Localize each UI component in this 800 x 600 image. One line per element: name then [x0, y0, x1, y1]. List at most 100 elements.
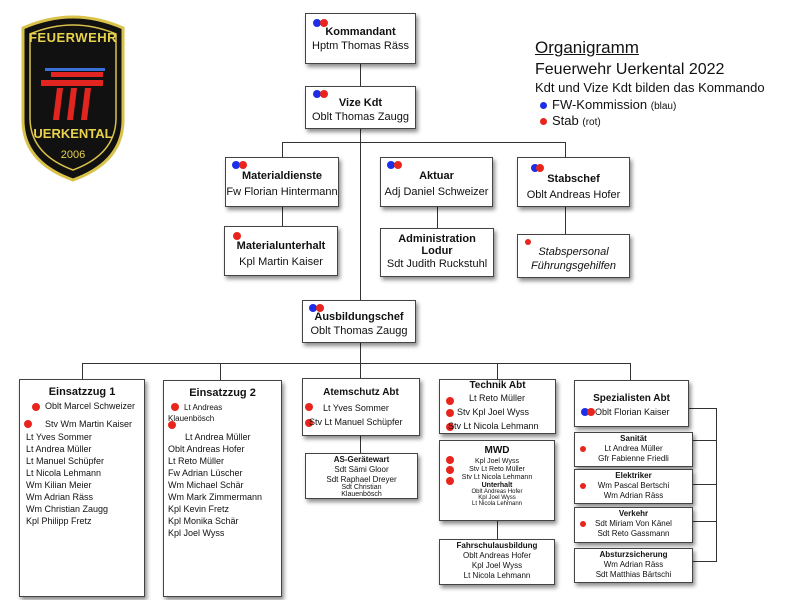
legend-fw-label: FW-Kommission [552, 97, 648, 112]
einsatzzug-1-box: Einsatzzug 1 Oblt Marcel Schweizer Stv W… [19, 379, 145, 597]
einsatzzug-2-box: Einsatzzug 2 Lt Andreas Klauenbösch Lt A… [163, 380, 282, 597]
connector-line [282, 207, 283, 226]
connector-line [565, 142, 566, 158]
stab-dot-icon [446, 456, 454, 464]
member: Stv Lt Reto Müller [469, 466, 525, 473]
stab-dot-icon [24, 420, 32, 428]
unterhalt-title: Unterhalt [481, 482, 513, 489]
einsatzzug-1-title: Einsatzzug 1 [48, 386, 116, 398]
sanitaet-title: Sanität [620, 434, 647, 443]
fahrschulausbildung-title: Fahrschulausbildung [456, 541, 538, 550]
administration-name: Sdt Judith Ruckstuhl [386, 258, 488, 270]
member: Lt Andrea Müller [185, 432, 251, 442]
lodur-title: Lodur [421, 245, 453, 257]
member: Kpl Joel Wyss [478, 495, 516, 501]
stab-dot-icon [239, 161, 247, 169]
fire-brigade-logo: FEUERWEHR UERKENTAL 2006 [17, 12, 129, 182]
connector-line [282, 142, 565, 143]
fuehrungsgehilfen-label: Führungsgehilfen [530, 260, 616, 272]
sanitaet-box: Sanität Lt Andrea Müller Gfr Fabienne Fr… [574, 432, 693, 467]
stab-dot-icon [320, 19, 328, 27]
verkehr-box: Verkehr Sdt Miriam Von Känel Sdt Reto Ga… [574, 507, 693, 543]
elektriker-box: Elektriker Wm Pascal Bertschi Wm Adrian … [574, 469, 693, 504]
administration-title: Administration [398, 233, 476, 245]
aktuar-box: Aktuar Adj Daniel Schweizer [380, 157, 493, 207]
administration-box: Administration Lodur Sdt Judith Ruckstuh… [380, 228, 494, 277]
geraetewart-box: AS-Gerätewart Sdt Sämi Gloor Sdt Raphael… [305, 453, 418, 499]
ausbildungschef-title: Ausbildungschef [314, 311, 404, 323]
member: Lt Nicola Lehmann [471, 501, 523, 507]
member: Gfr Fabienne Friedli [598, 454, 669, 463]
einsatzzug-1-members: Lt Yves Sommer Lt Andrea Müller Lt Manue… [26, 431, 144, 527]
member: Lt Andrea Müller [604, 444, 663, 453]
stab-dot-icon [394, 161, 402, 169]
atemschutz-deputy: Stv Lt Manuel Schüpfer [309, 417, 403, 427]
fw-kommission-dot-icon [313, 90, 321, 98]
member: Wm Kilian Meier [26, 480, 92, 490]
einsatzzug-1-lead: Oblt Marcel Schweizer [45, 401, 136, 411]
spezialisten-title: Spezialisten Abt [593, 393, 670, 404]
header-subtitle: Feuerwehr Uerkental 2022 [535, 61, 725, 78]
ausbildungschef-box: Ausbildungschef Oblt Thomas Zaugg [302, 300, 416, 343]
aktuar-name: Adj Daniel Schweizer [384, 186, 489, 198]
logo-middle-text: UERKENTAL [33, 126, 113, 141]
technik-lead: Lt Reto Müller [469, 393, 526, 403]
member: Kpl Joel Wyss [168, 528, 225, 538]
member: Wm Adrian Räss [603, 491, 664, 500]
member: Oblt Andreas Hofer [168, 444, 245, 454]
connector-line [630, 363, 631, 380]
einsatzzug-2-members: Lt Andrea Müller Oblt Andreas Hofer Lt R… [164, 431, 281, 539]
stab-dot-icon [32, 403, 40, 411]
connector-line [693, 440, 717, 441]
connector-line [497, 521, 498, 539]
connector-line [82, 363, 83, 379]
member: Kpl Kevin Fretz [168, 504, 230, 514]
member: Oblt Andreas Hofer [471, 489, 523, 495]
mwd-title: MWD [484, 445, 510, 456]
stabschef-box: Stabschef Oblt Andreas Hofer [517, 157, 630, 207]
header-line3: Kdt und Vize Kdt bilden das Kommando [535, 80, 765, 95]
member: Oblt Andreas Hofer [462, 551, 532, 560]
connector-line [360, 157, 361, 300]
stab-dot-icon [320, 90, 328, 98]
member: Lt Nicola Lehmann [26, 468, 102, 478]
member: Wm Christian Zaugg [26, 504, 109, 514]
stab-dot-icon [446, 477, 454, 485]
member: Wm Pascal Bertschi [597, 481, 670, 490]
stab-dot-icon [587, 408, 595, 416]
member: Kpl Monika Schär [168, 516, 239, 526]
technik-box: Technik Abt Lt Reto Müller Stv Kpl Joel … [439, 379, 556, 434]
connector-line [565, 207, 566, 234]
stab-dot-icon [316, 304, 324, 312]
legend-fw: FW-Kommission (blau) [540, 97, 676, 112]
member: Lt Yves Sommer [26, 432, 92, 442]
stab-dot-icon [305, 419, 313, 427]
technik-deputy-2: Stv Lt Nicola Lehmann [448, 421, 539, 431]
header-title: Organigramm [535, 38, 639, 57]
legend-fw-note: (blau) [650, 101, 677, 112]
vize-kdt-title: Vize Kdt [338, 97, 383, 109]
fw-kommission-dot-icon [313, 19, 321, 27]
connector-line [360, 343, 361, 378]
vize-kdt-name: Oblt Thomas Zaugg [311, 111, 409, 123]
connector-line [693, 561, 717, 562]
member: Lt Manuel Schüpfer [26, 456, 105, 466]
logo-year: 2006 [60, 149, 86, 161]
fw-kommission-dot-icon [387, 161, 395, 169]
connector-line [693, 521, 717, 522]
stab-dot-icon [168, 421, 176, 429]
stab-dot-icon [580, 521, 586, 527]
stabschef-name: Oblt Andreas Hofer [526, 189, 621, 201]
member: Sdt Sämi Gloor [334, 465, 389, 474]
member: Sdt Reto Gassmann [597, 529, 670, 538]
mwd-box: MWD Kpl Joel Wyss Stv Lt Reto Müller Stv… [439, 440, 555, 521]
fw-kommission-dot-icon [232, 161, 240, 169]
fw-kommission-dot-icon [531, 164, 539, 172]
stab-dot-icon [233, 232, 241, 240]
legend-stab-label: Stab [552, 113, 579, 128]
einsatzzug-2-lead: Lt Andreas [184, 403, 223, 412]
connector-line [437, 207, 438, 228]
connector-line [497, 363, 498, 379]
materialunterhalt-name: Kpl Martin Kaiser [239, 256, 323, 268]
absturzsicherung-box: Absturzsicherung Wm Adrian Räss Sdt Matt… [574, 548, 693, 583]
